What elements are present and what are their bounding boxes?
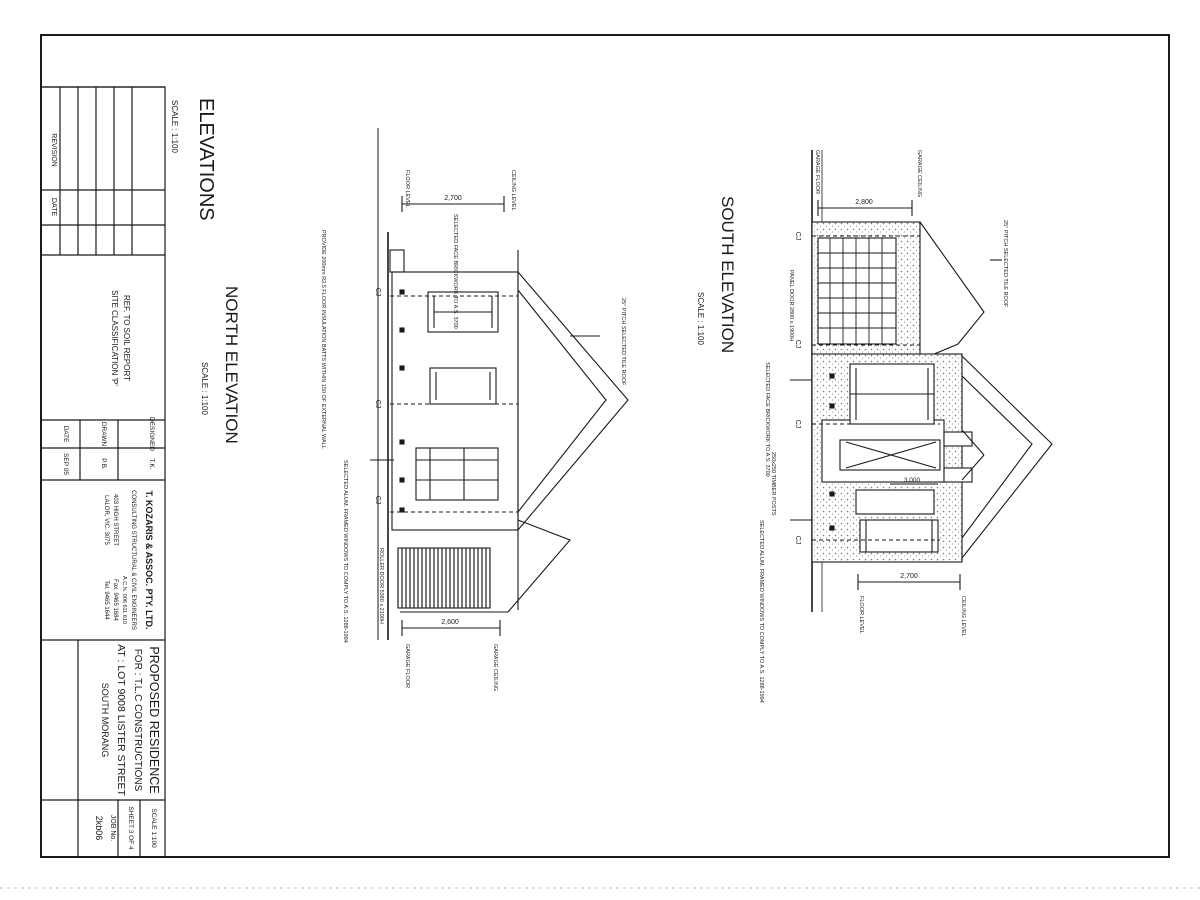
south-floor-level: FLOOR LEVEL [858,596,864,634]
designed-label: DESIGNED [148,417,155,451]
north-cj-1: CJ [374,288,381,297]
company-acn: A.C.N. 006 611 610 [121,576,127,624]
date-header: DATE [50,198,57,216]
project-title: PROPOSED RESIDENCE [147,646,161,793]
south-cj-4: CJ [794,536,801,545]
company-fax: Fax. 9465 1684 [112,579,118,621]
company-address-2: LALOR, VIC. 3075 [103,495,109,545]
south-ceiling-level: CEILING LEVEL [960,596,966,637]
south-elevation-title: SOUTH ELEVATION [718,196,737,353]
scale-label: SCALE 1:100 [150,808,157,848]
job-label: JOB No. [109,815,116,842]
north-elevation [370,128,629,640]
north-windows-note: SELECTED ALUM. FRAMED WINDOWS TO COMPLY … [342,460,348,643]
south-dim-bottom: 2,700 [900,573,918,580]
south-roof-note: 25° PITCH SELECTED TILE ROOF [1002,220,1008,308]
job-value: 2kb06 [94,816,104,841]
south-cj-3: CJ [794,420,801,429]
north-cj-2: CJ [374,400,381,409]
south-cj-1: CJ [794,232,801,241]
revision-header: REVISION [50,133,57,166]
north-ceiling-level: CEILING LEVEL [510,170,516,211]
south-dim-porch: 3,000 [904,477,921,484]
south-panel-door: PANEL DOOR 2800 x 1900H [788,270,794,341]
drawn-label: DRAWN [100,422,107,447]
refer-soil-report: REF. TO SOIL REPORT [122,295,131,381]
north-cj-3: CJ [374,496,381,505]
project-suburb: SOUTH MORANG [100,683,110,758]
project-for: FOR : T.L.C CONSTRUCTIONS [132,649,143,792]
north-garage-ceiling: GARAGE CEILING [492,644,498,691]
north-elevation-title: NORTH ELEVATION [222,286,241,444]
north-insulation-note: PROVIDE 200mm R2.5 FLOOR INSULATION BATT… [320,230,326,449]
south-elevation-scale: SCALE : 1:100 [696,292,705,345]
sheet-scale: SCALE : 1:100 [170,100,179,153]
sheet-label: SHEET 3 OF 4 [127,806,134,850]
south-dim-top: 2,800 [855,199,873,206]
north-garage-floor: GARAGE FLOOR [404,644,410,688]
north-selected-face: SELECTED FACE BRICKWORK TO A.S. 3700 [452,214,458,329]
north-dim-bottom: 2,600 [441,619,459,626]
south-elevation [790,150,1053,612]
south-timber-posts: 250x250 TIMBER POSTS [770,452,776,516]
south-cj-2: CJ [794,340,801,349]
south-garage-ceiling: GARAGE CEILING [916,150,922,197]
title-block [40,86,166,858]
project-at: AT : LOT 9008 LISTER STREET [115,644,127,796]
company-name: T. KOZARIS & ASSOC. PTY. LTD. [144,490,154,629]
date-value: SEP 05 [62,453,69,475]
site-classification: SITE CLASSIFICATION 'P' [110,290,119,386]
south-windows-note: SELECTED ALUM. FRAMED WINDOWS TO COMPLY … [758,520,764,703]
company-tel: Tel. 9465 1644 [103,580,109,620]
south-garage-floor: GARAGE FLOOR [814,150,820,194]
north-dim-top: 2,700 [444,195,462,202]
date-label: DATE [62,426,69,444]
sheet-title: ELEVATIONS [195,98,217,221]
north-floor-level: FLOOR LEVEL [404,170,410,208]
south-selected-face: SELECTED FACE BRICKWORK TO A.S. 3700 [764,362,770,477]
drawn-value: P.B. [100,458,107,470]
north-roof-note: 25° PITCH SELECTED TILE ROOF [620,298,626,386]
north-elevation-scale: SCALE : 1:100 [200,362,209,415]
designed-value: T.K. [148,458,155,469]
company-address-1: 403 HIGH STREET [112,494,118,546]
north-roller-door: ROLLER DOOR 5380 x 2100H [378,548,384,624]
company-description: CONSULTING STRUCTURAL & CIVIL ENGINEERS [130,490,136,630]
